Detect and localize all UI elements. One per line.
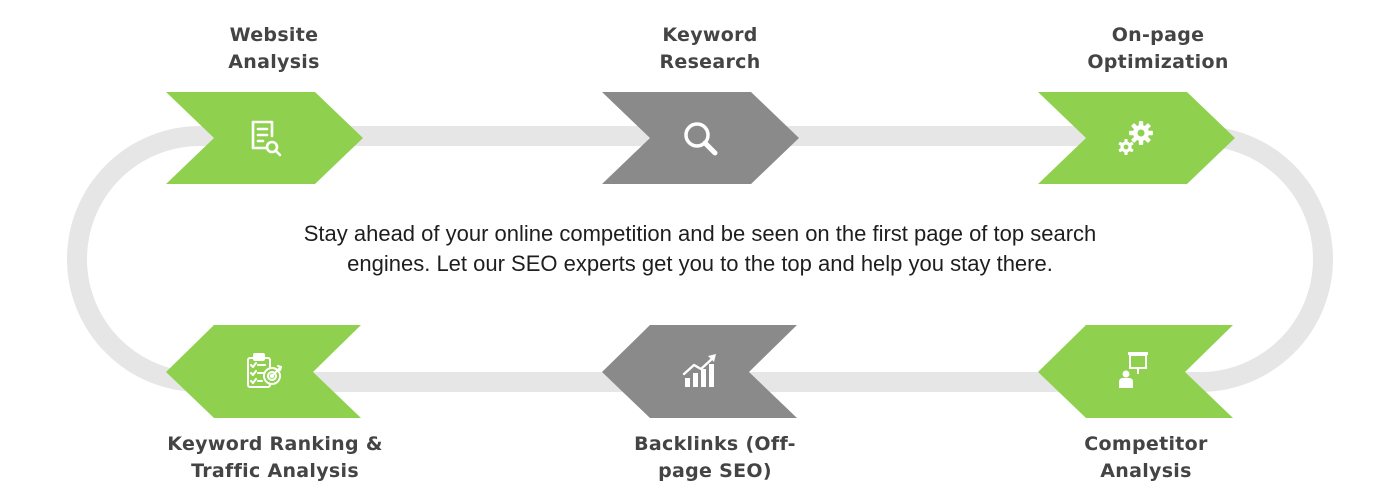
step-label-keyword-ranking: Keyword Ranking & Traffic Analysis: [145, 431, 405, 485]
step-label-on-page-optimization: On-page Optimization: [1028, 22, 1288, 76]
step-label-competitor-analysis: Competitor Analysis: [1016, 431, 1276, 485]
description-line: Stay ahead of your online competition an…: [303, 221, 1097, 246]
label-line: Website: [229, 24, 319, 46]
presentation-icon: [1119, 352, 1148, 388]
step-website-analysis: [166, 92, 363, 184]
step-keyword-research: [602, 92, 799, 184]
label-line: Optimization: [1087, 51, 1229, 73]
step-on-page-optimization: [1038, 92, 1235, 184]
process-loop-track: [67, 126, 1333, 392]
label-line: Keyword Ranking &: [167, 433, 383, 455]
label-line: Analysis: [1100, 460, 1192, 482]
description-line: engines. Let our SEO experts get you to …: [347, 251, 1053, 276]
label-line: On-page: [1111, 24, 1205, 46]
step-chevron: [166, 92, 363, 184]
label-line: Traffic Analysis: [191, 460, 359, 482]
step-chevron: [602, 325, 797, 418]
growth-chart-icon: [682, 354, 716, 387]
step-label-backlinks: Backlinks (Off- page SEO): [585, 431, 845, 485]
step-chevron: [1038, 325, 1233, 418]
step-backlinks: [602, 325, 797, 418]
step-competitor-analysis: [1038, 325, 1233, 418]
label-line: Analysis: [228, 51, 320, 73]
label-line: Backlinks (Off-: [634, 433, 796, 455]
seo-description: Stay ahead of your online competition an…: [200, 219, 1200, 279]
magnifier-icon: [684, 122, 718, 156]
label-line: Competitor: [1084, 433, 1208, 455]
step-chevron: [602, 92, 799, 184]
step-chevron: [166, 325, 361, 418]
document-search-icon: [251, 120, 282, 157]
step-label-website-analysis: Website Analysis: [144, 22, 404, 76]
step-keyword-ranking: [166, 325, 361, 418]
gears-icon: [1118, 121, 1153, 155]
label-line: Keyword: [662, 24, 758, 46]
label-line: page SEO): [658, 460, 772, 482]
clipboard-target-icon: [247, 353, 282, 388]
label-line: Research: [659, 51, 761, 73]
step-label-keyword-research: Keyword Research: [580, 22, 840, 76]
